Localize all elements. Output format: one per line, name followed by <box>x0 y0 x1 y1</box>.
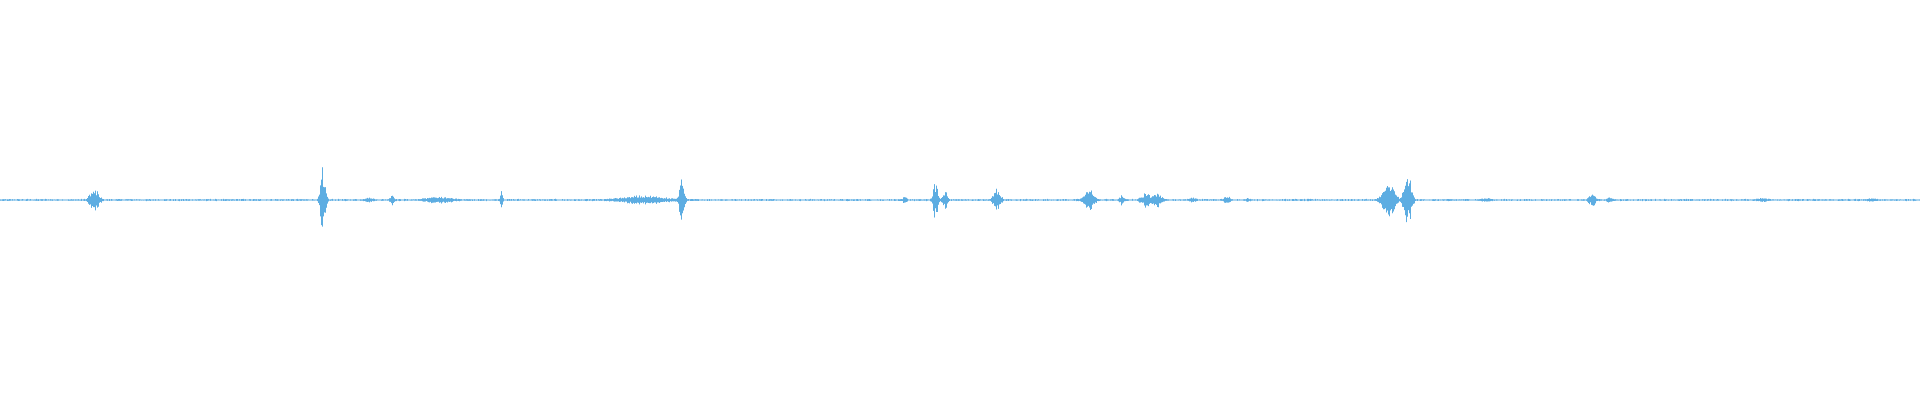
waveform-samples <box>0 167 1920 227</box>
waveform-trace <box>0 167 1920 227</box>
